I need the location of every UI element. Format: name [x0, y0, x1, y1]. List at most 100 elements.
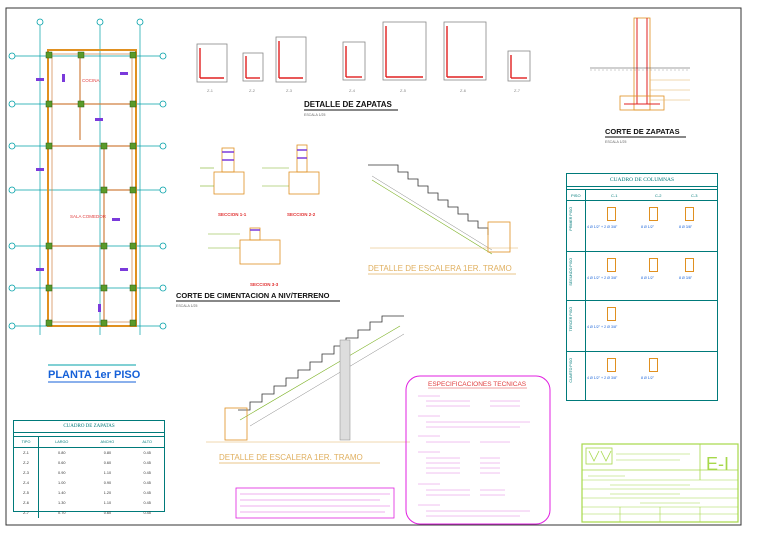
columns-cell: 8 Ø 1/2" [641, 376, 655, 380]
columns-row-4: CUARTO PISO 4 Ø 1/2" + 2 Ø 3/8" 8 Ø 1/2" [567, 352, 717, 400]
footings-table-cell: 0.45 [143, 470, 151, 475]
footings-table-cell: 0.45 [143, 450, 151, 455]
footings-table-row: Z-3 0.90 1.10 0.45 [14, 467, 164, 478]
col-header-floor: PISO [571, 193, 581, 198]
footings-table-cell: 1.10 [103, 470, 112, 475]
lower-stair-title: DETALLE DE ESCALERA 1ER. TRAMO [219, 453, 363, 462]
columns-table-header: PISO C-1 C-2 C-3 [567, 190, 717, 201]
footings-table-row: Z-4 1.00 0.90 0.45 [14, 477, 164, 488]
foundation-title: CORTE DE CIMENTACION A NIV/TERRENO [176, 291, 330, 300]
title-block: E-I [581, 443, 739, 523]
sheet-number: E-I [706, 454, 729, 474]
footings-table-cell: 0.45 [143, 510, 151, 515]
footings-table-row: Z-7 0.70 0.60 0.45 [14, 507, 164, 518]
footings-header-type: TIPO [14, 437, 39, 448]
footings-table-cell: 0.45 [143, 500, 151, 505]
footing-label-z4: Z-4 [349, 88, 356, 93]
columns-row-floor: TERCER PISO [569, 307, 573, 332]
columns-cell: 8 Ø 1/2" [641, 225, 655, 229]
footing-section-scale: ESCALA 1/25 [605, 140, 626, 144]
col-header-c1: C-1 [611, 193, 618, 198]
footings-table-cell: Z-1 [14, 447, 39, 458]
footings-table-cell: 1.00 [58, 480, 66, 485]
col-header-c3: C-3 [691, 193, 698, 198]
sheet-border [5, 7, 742, 526]
col-header-c2: C-2 [655, 193, 662, 198]
footings-table-title: CUADRO DE ZAPATAS [14, 421, 164, 433]
columns-row-2: SEGUNDO PISO 4 Ø 1/2" + 2 Ø 3/8" 8 Ø 1/2… [567, 252, 717, 301]
footings-table-row: Z-1 0.80 0.80 0.45 [14, 447, 164, 458]
footings-table-cell: 0.45 [143, 490, 151, 495]
footing-section-title: CORTE DE ZAPATAS [605, 127, 680, 136]
columns-row-3: TERCER PISO 4 Ø 1/2" + 2 Ø 3/8" [567, 301, 717, 352]
upper-stair-detail: DETALLE DE ESCALERA 1ER. TRAMO [368, 164, 518, 275]
footing-label-z2: Z-2 [249, 88, 256, 93]
foundation-sections: SECCION 1-1 SECCION 2-2 SECCION 3-3 CORT… [176, 144, 340, 308]
footings-table-cell: 0.80 [103, 450, 112, 455]
footing-label-z1: Z-1 [207, 88, 214, 93]
plan-room-label-living: SALA COMEDOR [70, 214, 107, 219]
footings-table-cell: 0.90 [58, 470, 66, 475]
technical-specifications: ESPECIFICACIONES TECNICAS [405, 375, 551, 525]
foundation-scale: ESCALA 1/25 [176, 304, 197, 308]
footings-table-cell: 0.80 [58, 450, 66, 455]
footings-table-cell: 0.60 [103, 460, 112, 465]
footings-table-cell: 0.60 [103, 510, 112, 515]
columns-table-title: CUADRO DE COLUMNAS [567, 174, 717, 187]
footings-header-length: LARGO [38, 437, 85, 448]
columns-row-floor: PRIMER PISO [569, 207, 573, 231]
footings-table: CUADRO DE ZAPATAS TIPO LARGO ANCHO ALTO … [13, 420, 165, 518]
upper-stair-title: DETALLE DE ESCALERA 1ER. TRAMO [368, 264, 512, 273]
footing-details-scale: ESCALA 1/25 [304, 113, 325, 117]
plan-room-label-kitchen: COCINA [82, 78, 100, 83]
footings-table-cell: 0.90 [103, 480, 112, 485]
footing-label-z3: Z-3 [286, 88, 293, 93]
footing-details: Z-1 Z-2 Z-3 Z-4 Z-5 Z-6 Z-7 DETALLE DE Z… [196, 21, 531, 117]
columns-cell: 4 Ø 1/2" + 2 Ø 3/8" [587, 276, 618, 280]
footings-table-cell: 0.45 [143, 480, 151, 485]
footings-table-cell: 0.60 [58, 460, 66, 465]
footings-table-cell: 1.30 [58, 500, 66, 505]
columns-cell: 8 Ø 3/8" [679, 276, 693, 280]
specs-title: ESPECIFICACIONES TECNICAS [428, 381, 527, 388]
lower-stair-detail: DETALLE DE ESCALERA 1ER. TRAMO [206, 315, 410, 519]
columns-row-floor: SEGUNDO PISO [569, 258, 573, 286]
footings-table-cell: Z-7 [14, 507, 39, 518]
footings-table-row: Z-5 1.40 1.20 0.45 [14, 487, 164, 498]
footings-table-cell: 1.40 [58, 490, 66, 495]
columns-row-1: PRIMER PISO 4 Ø 1/2" + 2 Ø 3/8" 8 Ø 1/2"… [567, 201, 717, 252]
footings-table-cell: 1.10 [103, 500, 112, 505]
columns-cell: 4 Ø 1/2" + 2 Ø 3/8" [587, 376, 618, 380]
plan-title: PLANTA 1er PISO [48, 369, 141, 381]
footing-section: CORTE DE ZAPATAS ESCALA 1/25 [590, 17, 690, 144]
footing-label-z6: Z-6 [460, 88, 467, 93]
floor-plan: COCINA SALA COMEDOR PLANTA 1er PISO [8, 18, 167, 383]
section-2-2-label: SECCION 2-2 [287, 212, 316, 217]
footing-label-z5: Z-5 [400, 88, 407, 93]
notes-box [235, 487, 395, 519]
columns-row-floor: CUARTO PISO [569, 358, 573, 383]
footings-table-cell: Z-6 [14, 497, 39, 508]
footings-table-cell: Z-4 [14, 477, 39, 488]
footings-table-cell: Z-2 [14, 457, 39, 468]
columns-cell: 8 Ø 1/2" [641, 276, 655, 280]
columns-cell: 4 Ø 1/2" + 2 Ø 3/8" [587, 225, 618, 229]
footing-label-z7: Z-7 [514, 88, 521, 93]
footings-table-row: Z-6 1.30 1.10 0.45 [14, 497, 164, 508]
columns-cell: 8 Ø 3/8" [679, 225, 693, 229]
footings-table-cell: 0.45 [143, 460, 151, 465]
footing-details-title: DETALLE DE ZAPATAS [304, 100, 393, 109]
footings-header-height: ALTO [130, 437, 164, 448]
footings-table-row: Z-2 0.60 0.60 0.45 [14, 457, 164, 468]
footings-table-cell: Z-3 [14, 467, 39, 478]
footings-table-cell: 0.70 [58, 510, 66, 515]
footings-header-width: ANCHO [84, 437, 131, 448]
section-1-1-label: SECCION 1-1 [218, 212, 247, 217]
footings-table-cell: Z-5 [14, 487, 39, 498]
columns-table: CUADRO DE COLUMNAS PISO C-1 C-2 C-3 PRIM… [566, 173, 718, 401]
section-3-3-label: SECCION 3-3 [250, 282, 279, 287]
footings-table-cell: 1.20 [103, 490, 112, 495]
columns-cell: 4 Ø 1/2" + 2 Ø 3/8" [587, 325, 618, 329]
